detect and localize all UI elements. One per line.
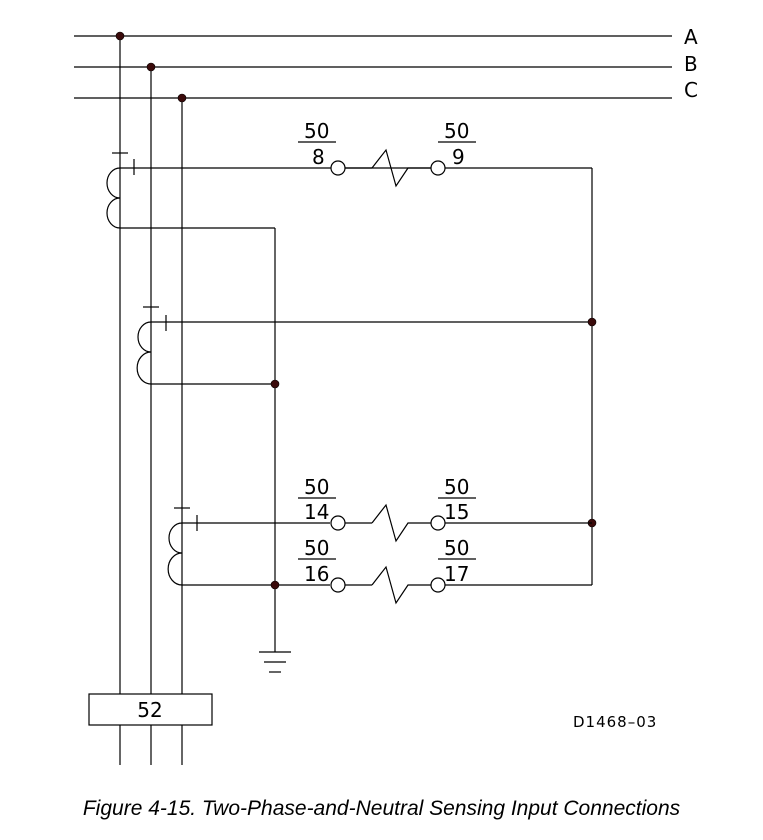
drawing-code: D1468–03 (573, 713, 657, 731)
relay-input-8-9 (298, 141, 476, 188)
breaker-label: 52 (137, 698, 162, 722)
relay-device-label: 50 (304, 119, 329, 143)
relay-terminal-label: 15 (444, 500, 469, 524)
terminal-8 (330, 160, 346, 176)
junction-dot-neutral-b (270, 379, 280, 389)
ground-icon (259, 651, 291, 673)
relay-terminal-label: 17 (444, 562, 469, 586)
relay-device-label: 50 (444, 119, 469, 143)
terminal-9 (430, 160, 446, 176)
relay-device-label: 50 (444, 475, 469, 499)
relay-terminal-label: 9 (452, 145, 465, 169)
figure-caption: Figure 4-15. Two-Phase-and-Neutral Sensi… (82, 797, 681, 820)
relay-terminal-label: 14 (304, 500, 329, 524)
terminal-17 (430, 577, 446, 593)
junction-dot-b (146, 62, 156, 72)
terminal-15 (430, 515, 446, 531)
relay-input-16-17 (298, 558, 592, 605)
relay-input-14-15 (298, 497, 592, 543)
junction-dot-c (177, 93, 187, 103)
current-transformer-b (136, 306, 592, 385)
phase-label-a: A (684, 25, 698, 49)
relay-device-label: 50 (304, 475, 329, 499)
relay-terminal-label: 8 (312, 145, 325, 169)
relay-terminal-label: 16 (304, 562, 329, 586)
phase-label-c: C (684, 78, 698, 102)
phase-label-b: B (684, 52, 698, 76)
junction-dot-return-b (587, 317, 597, 327)
junction-dot-a (115, 31, 125, 41)
current-transformer-c (167, 507, 330, 586)
current-transformer-a (106, 152, 592, 229)
junction-dot-neutral-c (270, 580, 280, 590)
wiring-diagram: A B C (74, 25, 698, 765)
relay-device-label: 50 (304, 536, 329, 560)
terminal-14 (330, 515, 346, 531)
terminal-16 (330, 577, 346, 593)
relay-device-label: 50 (444, 536, 469, 560)
breaker-box (88, 693, 213, 726)
